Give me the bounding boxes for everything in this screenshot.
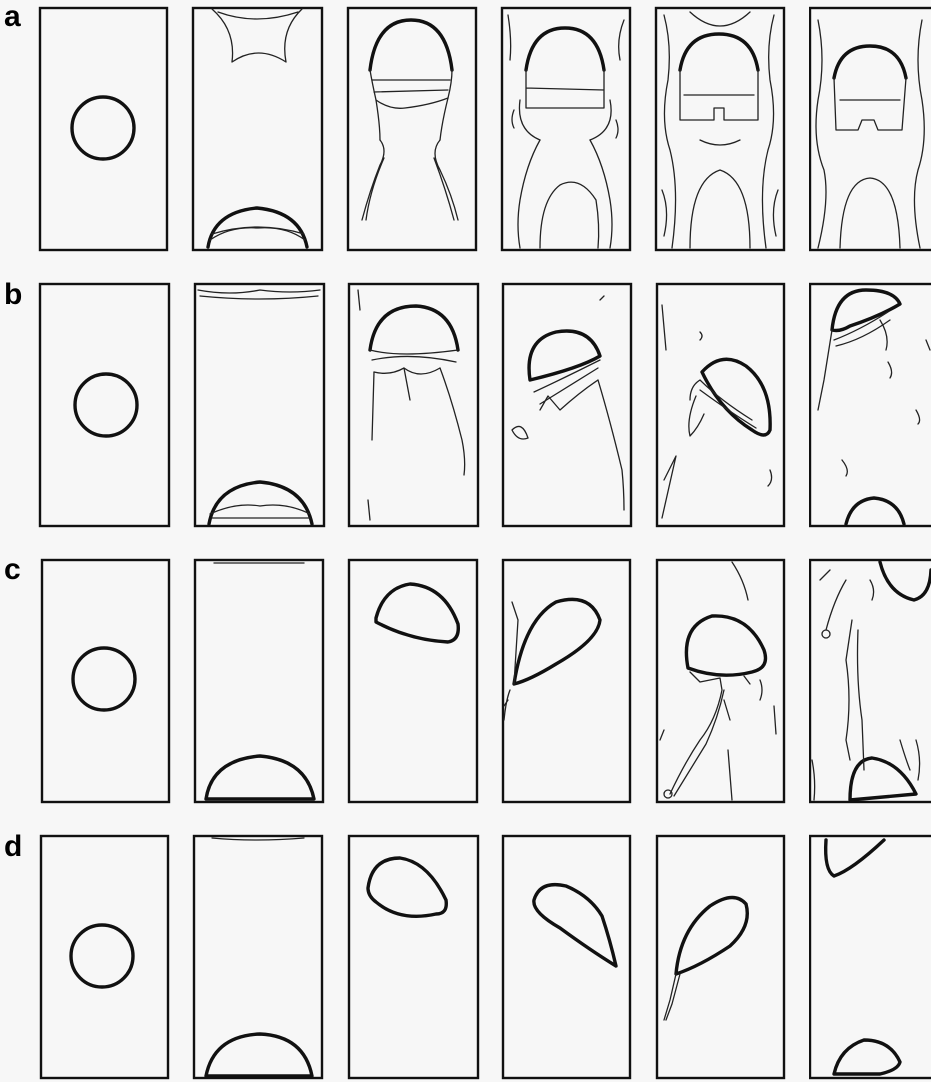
panel-b3 bbox=[349, 284, 478, 526]
row-a-panels bbox=[40, 8, 931, 250]
panel-d1 bbox=[41, 836, 168, 1078]
panel-a4 bbox=[502, 8, 630, 250]
panel-b6 bbox=[810, 284, 931, 526]
panel-b1 bbox=[40, 284, 169, 526]
panel-b4 bbox=[503, 284, 631, 526]
panel-c1 bbox=[42, 560, 169, 802]
panel-d4 bbox=[503, 836, 630, 1078]
panel-a1 bbox=[40, 8, 167, 250]
panel-a2 bbox=[193, 8, 322, 250]
panel-d2 bbox=[194, 836, 322, 1078]
row-d-panels bbox=[41, 836, 931, 1078]
panel-c6 bbox=[810, 560, 931, 802]
panel-a6 bbox=[810, 8, 931, 250]
panel-c2 bbox=[195, 560, 323, 802]
row-b-panels bbox=[40, 284, 931, 526]
panel-d3 bbox=[349, 836, 478, 1078]
panel-d5 bbox=[657, 836, 784, 1078]
panel-b2 bbox=[195, 284, 324, 526]
panel-c3 bbox=[349, 560, 477, 802]
row-c-panels bbox=[42, 560, 931, 802]
